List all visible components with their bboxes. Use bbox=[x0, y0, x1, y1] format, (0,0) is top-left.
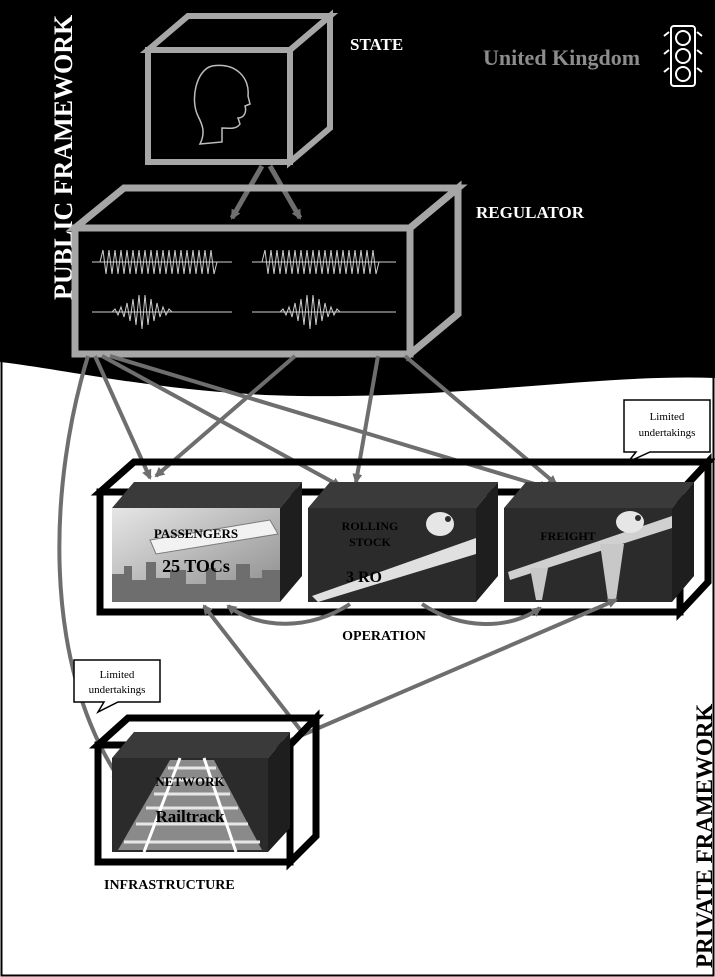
waveform-icon bbox=[92, 249, 396, 330]
network-operator: Railtrack bbox=[156, 807, 225, 826]
rolling-stock-box[interactable]: ROLLING STOCK 3 RO bbox=[308, 482, 498, 602]
freight-title: FREIGHT bbox=[540, 529, 595, 543]
infrastructure-callout-line1: Limited bbox=[100, 669, 135, 681]
operation-label: OPERATION bbox=[342, 629, 426, 644]
operation-internal-arrows bbox=[226, 602, 542, 626]
infrastructure-operation-arrows bbox=[202, 598, 618, 744]
country-label: United Kingdom bbox=[483, 45, 640, 70]
network-box[interactable]: NETWORK Railtrack bbox=[112, 732, 290, 853]
public-region bbox=[0, 0, 715, 397]
private-framework-label: PRIVATE FRAMEWORK bbox=[692, 704, 715, 968]
rolling-stock-title-2: STOCK bbox=[349, 535, 391, 549]
passengers-box[interactable]: PASSENGERS 25 TOCs bbox=[112, 482, 302, 602]
freight-box[interactable]: FREIGHT bbox=[504, 482, 694, 602]
operation-callout-line1: Limited bbox=[650, 411, 685, 423]
infrastructure-callout: Limited undertakings bbox=[73, 659, 161, 714]
regulator-label: REGULATOR bbox=[476, 203, 585, 222]
traffic-light-icon bbox=[663, 25, 703, 87]
passengers-count: 25 TOCs bbox=[162, 556, 230, 576]
head-profile-icon bbox=[193, 64, 251, 145]
network-title: NETWORK bbox=[155, 774, 225, 789]
state-label: STATE bbox=[350, 35, 403, 54]
operation-callout-line2: undertakings bbox=[639, 427, 696, 439]
regulator-box[interactable] bbox=[65, 180, 468, 362]
operation-callout: Limited undertakings bbox=[623, 399, 711, 463]
passengers-title: PASSENGERS bbox=[154, 526, 238, 541]
state-to-regulator-arrows bbox=[229, 164, 303, 220]
infrastructure-label: INFRASTRUCTURE bbox=[104, 878, 235, 893]
infrastructure-callout-line2: undertakings bbox=[89, 684, 146, 696]
rolling-stock-count: 3 RO bbox=[346, 569, 382, 586]
rolling-stock-title-1: ROLLING bbox=[342, 519, 399, 533]
state-box[interactable] bbox=[139, 9, 339, 169]
